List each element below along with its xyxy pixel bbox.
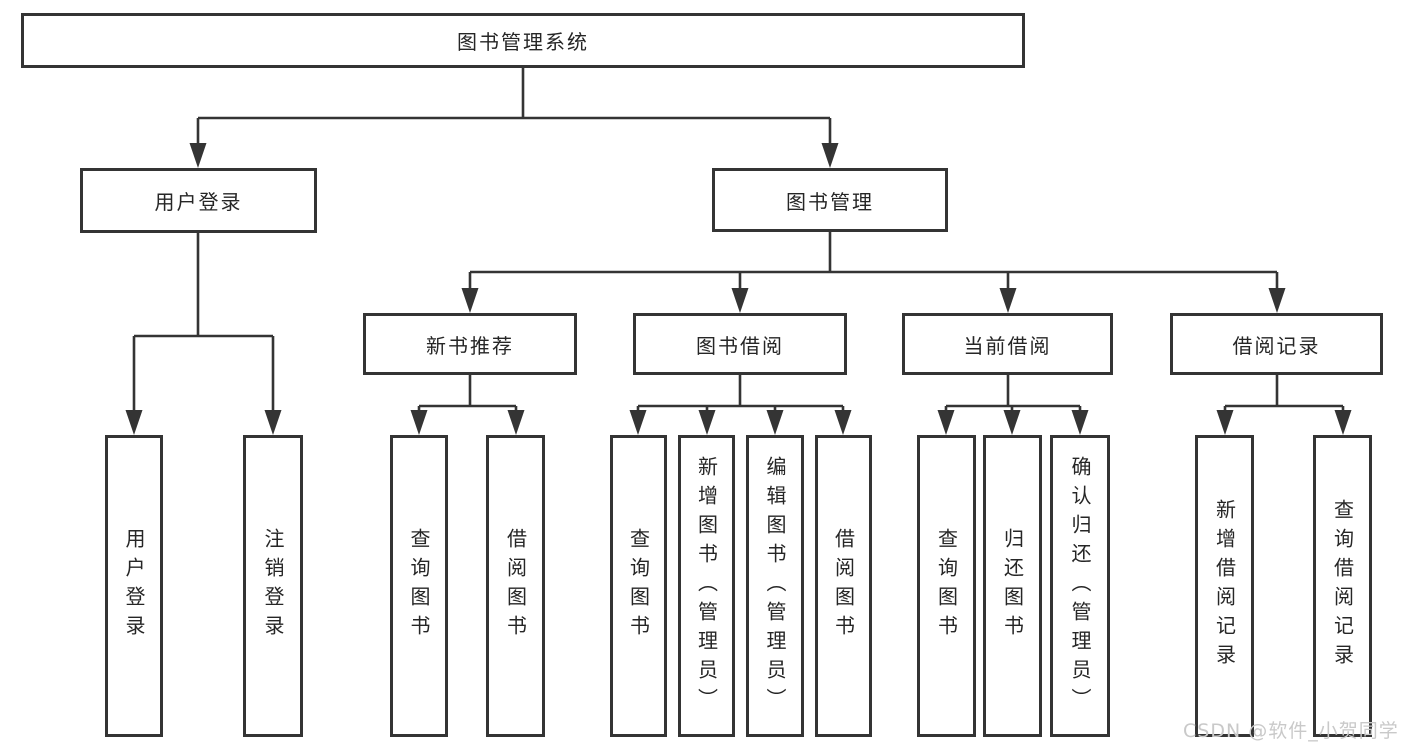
leaf-borrowing-borrow-books: 借阅图书 — [815, 435, 872, 737]
csdn-watermark: CSDN @软件_小贺同学 — [1183, 720, 1399, 742]
leaf-recommend-query-books: 查询图书 — [390, 435, 448, 737]
node-new-book-recommendation: 新书推荐 — [363, 313, 577, 375]
node-user-login: 用户登录 — [80, 168, 317, 233]
leaf-current-confirm-return-admin: 确认归还（管理员） — [1050, 435, 1110, 737]
node-library-management-system: 图书管理系统 — [21, 13, 1025, 68]
leaf-borrowing-query-books: 查询图书 — [610, 435, 667, 737]
leaf-borrowing-add-books-admin: 新增图书（管理员） — [678, 435, 735, 737]
node-current-borrowing: 当前借阅 — [902, 313, 1113, 375]
leaf-records-add-borrow-record: 新增借阅记录 — [1195, 435, 1254, 737]
node-book-borrowing: 图书借阅 — [633, 313, 847, 375]
leaf-recommend-borrow-books: 借阅图书 — [486, 435, 545, 737]
node-borrowing-records: 借阅记录 — [1170, 313, 1383, 375]
node-book-management: 图书管理 — [712, 168, 948, 232]
leaf-borrowing-edit-books-admin: 编辑图书（管理员） — [746, 435, 804, 737]
leaf-user-login: 用户登录 — [105, 435, 163, 737]
leaf-current-query-books: 查询图书 — [917, 435, 976, 737]
leaf-records-query-borrow-record: 查询借阅记录 — [1313, 435, 1372, 737]
leaf-current-return-books: 归还图书 — [983, 435, 1042, 737]
leaf-logout: 注销登录 — [243, 435, 303, 737]
